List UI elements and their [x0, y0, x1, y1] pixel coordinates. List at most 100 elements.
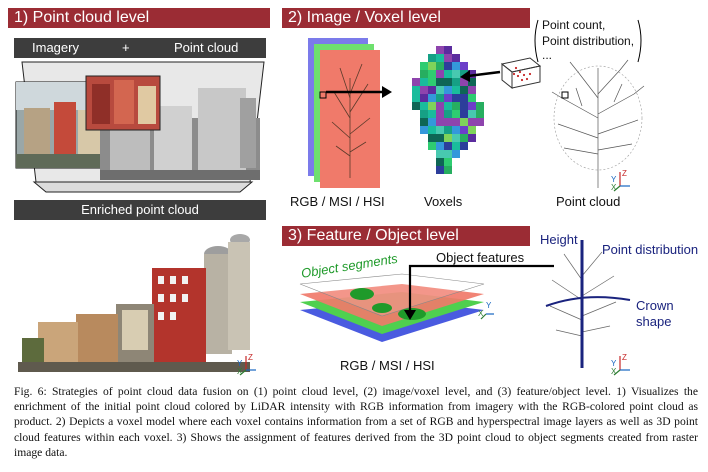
voxel-cell [444, 158, 452, 166]
voxel-cell [436, 158, 444, 166]
voxel-cell [452, 94, 460, 102]
voxel-cell [444, 86, 452, 94]
axis-x: X [611, 367, 617, 376]
voxel-cell [436, 70, 444, 78]
layer-to-voxel-arrow [326, 86, 392, 98]
panel2-stack-label: RGB / MSI / HSI [290, 194, 385, 209]
voxel-cell [460, 94, 468, 102]
voxel-cell [460, 126, 468, 134]
voxel-cell [428, 134, 436, 142]
features-arrow [404, 264, 554, 320]
voxel-cell [428, 86, 436, 94]
voxel-cell [436, 94, 444, 102]
figure-caption: Fig. 6: Strategies of point cloud data f… [14, 385, 698, 459]
object-features-label: Object features [436, 250, 525, 265]
voxel-cell [452, 62, 460, 70]
voxel-cell [460, 110, 468, 118]
axes-icon-segments: Y X [478, 301, 494, 320]
axes-icon-panel3: Z Y X [611, 353, 630, 376]
voxel-cell [468, 118, 476, 126]
axis-z: Z [622, 353, 627, 362]
voxel-cell [460, 78, 468, 86]
voxel-cell [468, 86, 476, 94]
voxel-cell [444, 62, 452, 70]
voxels-label: Voxels [424, 194, 463, 209]
point-distribution-label: Point distribution [602, 242, 699, 257]
shape-label: shape [636, 314, 672, 329]
voxel-cell [412, 78, 420, 86]
fusion-illustration [15, 61, 265, 193]
voxel-cell [468, 110, 476, 118]
segment-layer-stack [299, 273, 485, 342]
voxel-cell [412, 102, 420, 110]
voxel-cell [460, 62, 468, 70]
voxel-cell [420, 94, 428, 102]
voxel-info-bracket [534, 19, 642, 63]
crown-shape-line [545, 296, 631, 307]
voxel-cell [452, 86, 460, 94]
voxel-cell [444, 102, 452, 110]
voxel-cell [452, 54, 460, 62]
voxel-cell [444, 54, 452, 62]
voxel-cell [428, 142, 436, 150]
axis-z: Z [622, 169, 627, 178]
voxel-cell [444, 150, 452, 158]
voxel-cell [452, 134, 460, 142]
axis-y: Y [237, 359, 243, 368]
voxel-cell [428, 110, 436, 118]
voxel-to-cube-arrow [460, 70, 501, 82]
voxel-cell [428, 118, 436, 126]
voxel-cell [428, 102, 436, 110]
voxel-cell [444, 94, 452, 102]
enriched-bar: Enriched point cloud [14, 200, 266, 220]
pointcloud-label: Point cloud [174, 40, 239, 55]
voxel-cell [420, 126, 428, 134]
voxel-cell [444, 142, 452, 150]
voxel-cell [436, 62, 444, 70]
voxel-detail-cube [500, 57, 542, 90]
voxel-cell [476, 102, 484, 110]
voxel-cell [436, 142, 444, 150]
panel1-header: 1) Point cloud level [8, 8, 270, 28]
voxel-cell [476, 110, 484, 118]
enriched-point-cloud [18, 234, 250, 372]
voxel-cell [468, 70, 476, 78]
panel3-header: 3) Feature / Object level [282, 226, 530, 246]
voxel-cell [460, 70, 468, 78]
voxel-cell [428, 126, 436, 134]
voxel-cell [436, 46, 444, 54]
voxel-cell [420, 86, 428, 94]
voxel-cell [468, 78, 476, 86]
voxel-cell [436, 150, 444, 158]
enriched-label: Enriched point cloud [81, 202, 199, 217]
axis-y: Y [486, 301, 492, 310]
voxel-cell [436, 110, 444, 118]
panel3-title: 3) Feature / Object level [288, 227, 459, 244]
voxel-cell [436, 126, 444, 134]
panel2-pointcloud-label: Point cloud [556, 194, 621, 209]
panel2-title: 2) Image / Voxel level [288, 9, 441, 26]
voxel-cell [428, 70, 436, 78]
voxel-cell [444, 78, 452, 86]
voxel-info-line2: Point distribution, [542, 34, 635, 48]
axis-x: X [478, 309, 484, 318]
axis-y: Y [611, 175, 617, 184]
voxel-model [412, 46, 484, 174]
voxel-info-line3: ... [542, 48, 553, 62]
voxel-cell [444, 118, 452, 126]
voxel-cell [420, 102, 428, 110]
axis-x: X [611, 183, 617, 192]
crown-label: Crown [636, 298, 674, 313]
voxel-cell [460, 134, 468, 142]
voxel-cell [452, 118, 460, 126]
voxel-info-line1: Point count, [542, 18, 606, 32]
height-label: Height [540, 232, 578, 247]
voxel-cell [420, 70, 428, 78]
voxel-cell [444, 166, 452, 174]
axes-icon-panel2: Z Y X [611, 169, 630, 192]
plus-sign: + [122, 40, 130, 55]
voxel-cell [460, 142, 468, 150]
voxel-cell [444, 126, 452, 134]
voxel-cell [452, 110, 460, 118]
voxel-cell [436, 78, 444, 86]
